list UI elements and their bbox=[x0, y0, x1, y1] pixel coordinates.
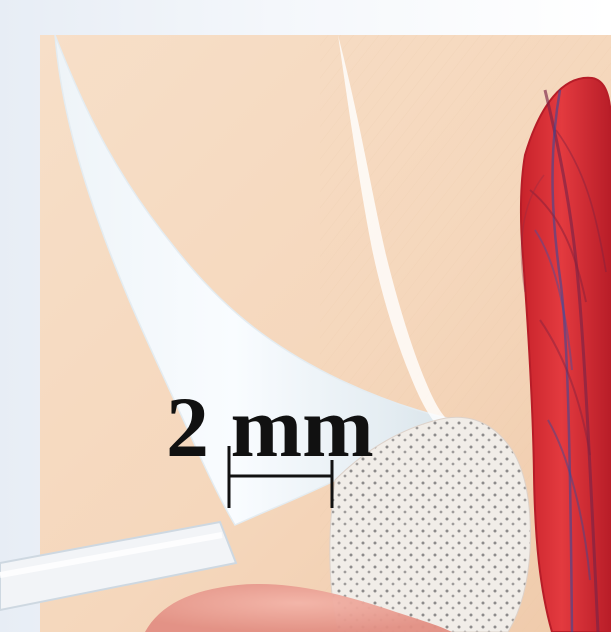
scale-bar bbox=[226, 442, 338, 514]
